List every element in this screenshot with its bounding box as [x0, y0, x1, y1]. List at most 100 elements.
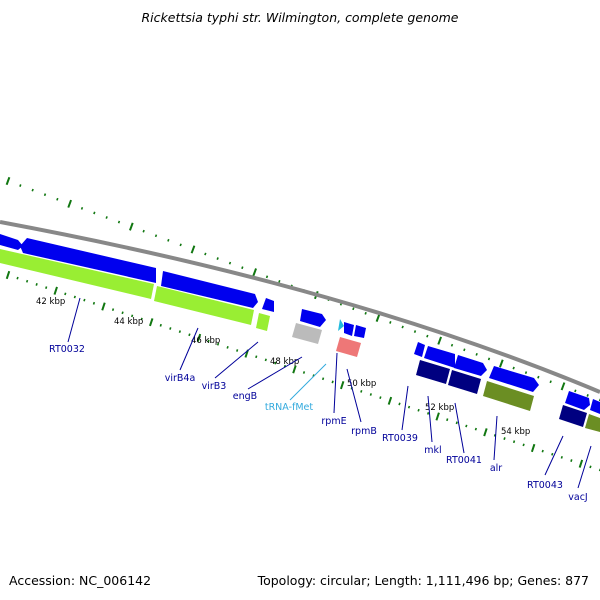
gene-label[interactable]: virB3: [202, 381, 227, 392]
gene-arrow[interactable]: [161, 271, 258, 308]
tick-mark: [252, 268, 257, 277]
tick-mark: [474, 427, 478, 431]
gene-label[interactable]: rpmB: [351, 426, 377, 437]
gene-label[interactable]: RT0032: [49, 344, 85, 355]
tick-mark: [503, 437, 506, 440]
gene-bars: [0, 249, 270, 331]
gene-label[interactable]: RT0043: [527, 480, 563, 491]
tick-mark: [475, 352, 478, 356]
tick-mark: [169, 327, 172, 330]
gene-arrow[interactable]: [300, 309, 326, 327]
gene-label[interactable]: virB4a: [165, 373, 196, 384]
tick-mark: [389, 321, 392, 324]
gene-label[interactable]: vacJ: [568, 492, 587, 503]
gene-label[interactable]: engB: [233, 391, 257, 402]
scale-labels: 42 kbp 44 kbp 46 kbp 48 kbp 50 kbp 52 kb…: [36, 297, 530, 437]
tick-mark: [339, 380, 345, 390]
tick-mark: [426, 334, 429, 338]
tick-mark: [178, 330, 182, 334]
leader-lines: [67, 297, 592, 489]
tick-mark: [530, 443, 536, 453]
tick-mark: [142, 229, 145, 233]
genome-summary: Topology: circular; Length: 1,111,496 bp…: [257, 573, 589, 588]
gene-arrow[interactable]: [20, 238, 156, 283]
tick-mark: [426, 411, 430, 415]
gene-label[interactable]: alr: [490, 463, 502, 474]
tick-mark: [446, 418, 449, 422]
tick-mark: [560, 456, 563, 459]
gene-arrow[interactable]: [565, 391, 590, 410]
tick-mark: [101, 302, 106, 311]
forward-strand: [0, 234, 600, 414]
gene-arrow[interactable]: [354, 325, 366, 338]
tick-mark: [83, 298, 86, 302]
tick-mark: [264, 358, 267, 362]
tick-mark: [188, 333, 191, 337]
tick-mark: [541, 449, 544, 453]
tick-mark: [465, 424, 468, 428]
gene-arrow[interactable]: [454, 355, 487, 376]
trna-feature[interactable]: [338, 319, 344, 331]
tick-mark: [537, 375, 540, 379]
gene-arrow[interactable]: [448, 370, 481, 394]
tick-mark: [360, 389, 363, 393]
gene-arrow[interactable]: [414, 342, 425, 357]
genome-backbone: [0, 220, 600, 394]
gene-arrow[interactable]: [559, 405, 587, 427]
scale-label: 54 kbp: [501, 427, 530, 437]
tick-mark: [35, 283, 38, 286]
tick-mark: [455, 421, 458, 425]
tick-mark: [5, 270, 11, 280]
tick-mark: [19, 184, 22, 187]
map-title: Rickettsia typhi str. Wilmington, comple…: [142, 10, 459, 25]
gene-bar[interactable]: [483, 381, 534, 411]
tick-mark: [111, 308, 115, 311]
gene-bar[interactable]: [154, 286, 254, 325]
tick-mark: [499, 359, 504, 368]
tick-mark: [551, 452, 554, 456]
tick-mark: [31, 188, 34, 192]
gene-label[interactable]: rpmE: [321, 416, 346, 427]
scale-label: 48 kbp: [270, 357, 299, 367]
misc-feature[interactable]: [292, 323, 322, 344]
gene-arrow[interactable]: [344, 322, 354, 336]
gene-label[interactable]: RT0041: [446, 455, 482, 466]
gene-label[interactable]: mkl: [424, 445, 441, 456]
tick-mark: [204, 252, 207, 256]
gene-arrow[interactable]: [0, 234, 23, 250]
tick-mark: [331, 380, 334, 384]
rrna-feature[interactable]: [336, 337, 361, 357]
tick-mark: [105, 216, 108, 219]
gene-label[interactable]: tRNA-fMet: [265, 402, 314, 413]
tick-mark: [578, 459, 584, 468]
tick-mark: [302, 371, 306, 374]
scale-label: 46 kbp: [191, 336, 220, 346]
tick-mark: [179, 243, 182, 247]
gene-bar[interactable]: [256, 313, 270, 331]
gene-arrow[interactable]: [489, 366, 539, 392]
tick-mark: [5, 176, 11, 186]
tick-mark: [398, 402, 401, 406]
tick-mark: [241, 266, 244, 270]
tick-mark: [274, 361, 277, 365]
tick-mark: [265, 275, 269, 279]
gene-arrow[interactable]: [424, 346, 455, 368]
tick-mark: [493, 434, 497, 437]
tick-mark: [129, 222, 134, 231]
tick-mark: [130, 314, 134, 318]
tick-mark: [154, 234, 158, 238]
gene-bar[interactable]: [0, 249, 154, 299]
tick-mark: [93, 211, 96, 215]
gene-arrow[interactable]: [416, 360, 450, 384]
tick-mark: [73, 295, 76, 299]
gene-arrow[interactable]: [590, 399, 600, 414]
gene-label[interactable]: RT0039: [382, 433, 418, 444]
tick-mark: [159, 323, 162, 327]
gene-arrow[interactable]: [262, 298, 274, 312]
tick-mark: [80, 206, 84, 210]
accession-text: Accession: NC_006142: [9, 573, 151, 588]
inner-tick-marks: [5, 270, 600, 472]
gene-bar[interactable]: [585, 414, 600, 432]
tick-mark: [549, 380, 552, 384]
